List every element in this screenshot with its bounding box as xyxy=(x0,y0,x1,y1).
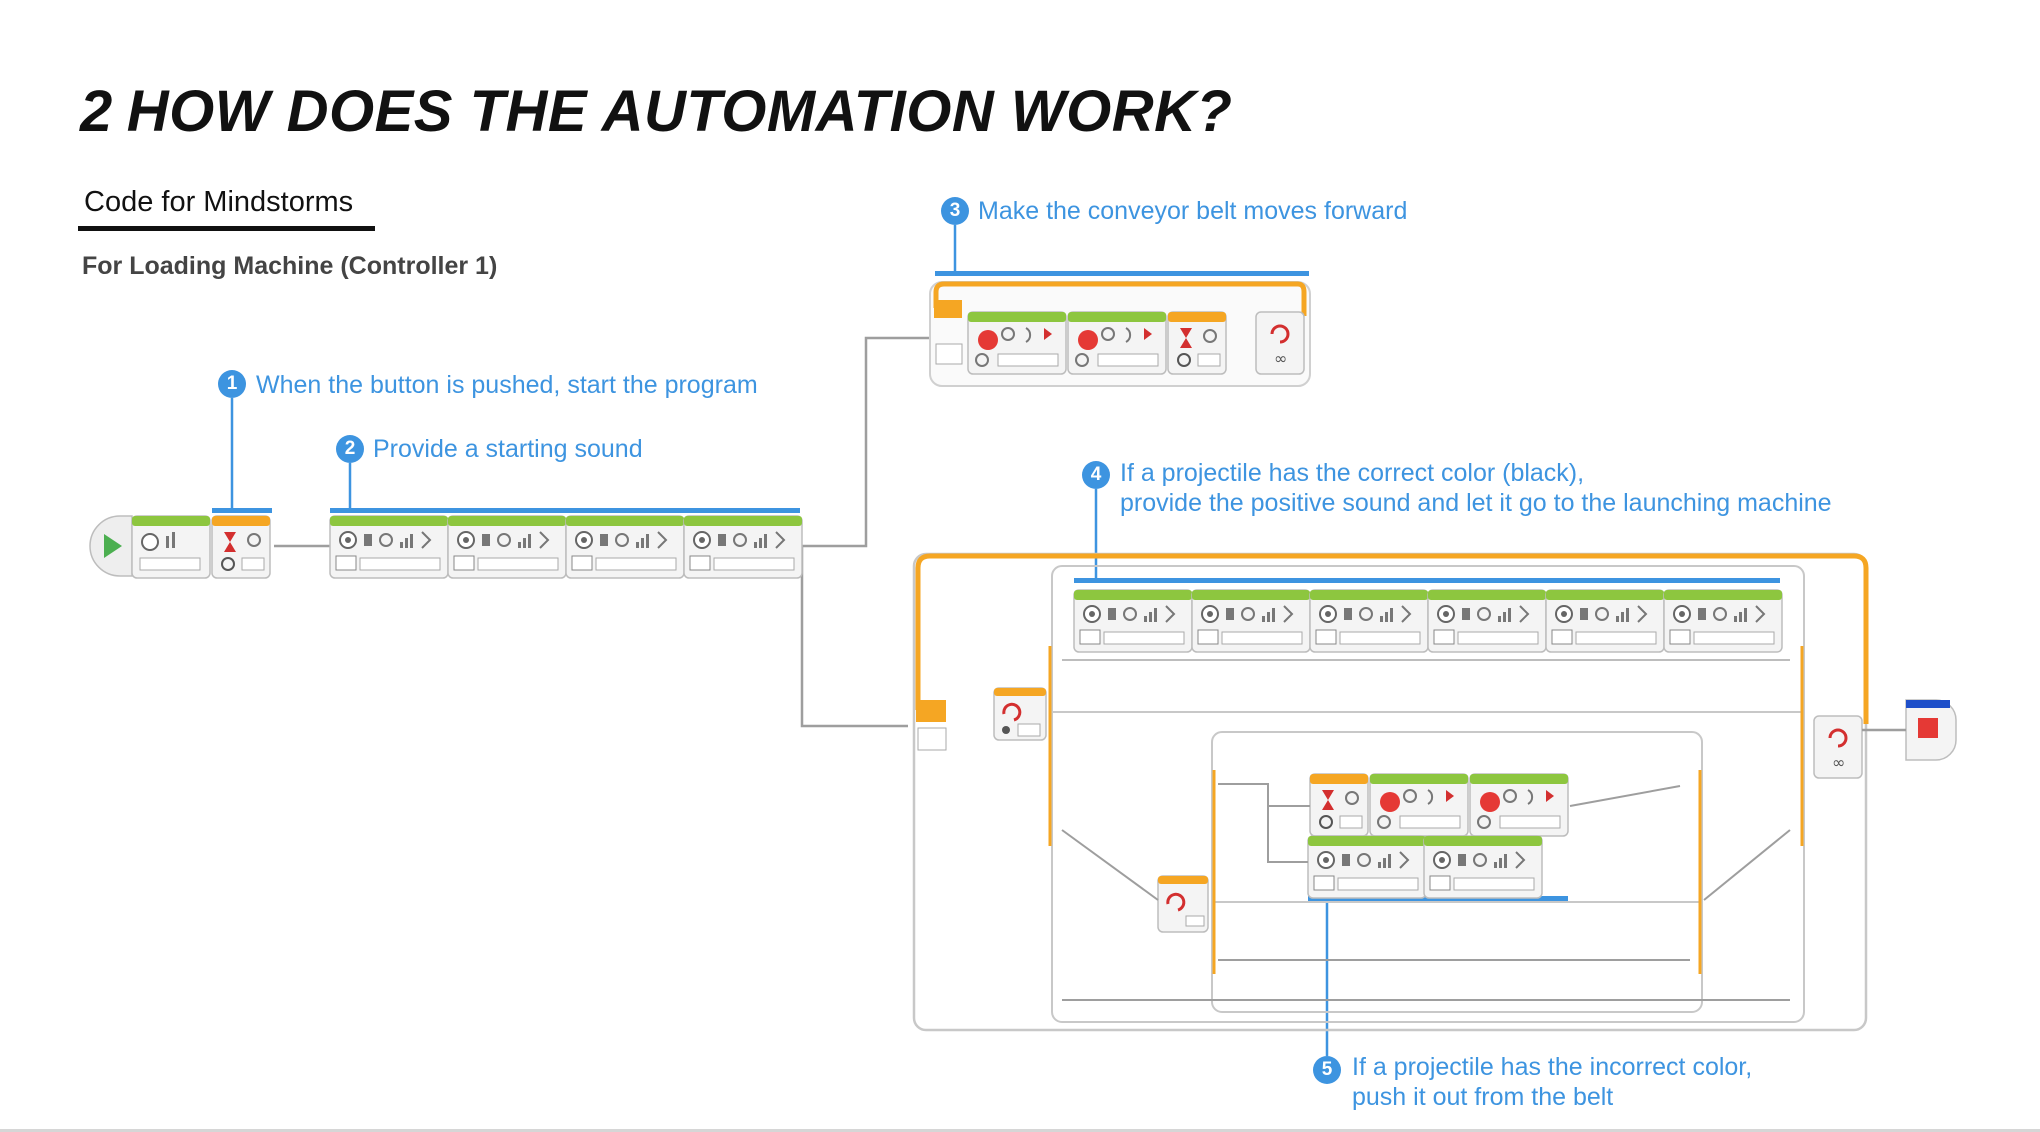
sequence-wires xyxy=(274,336,930,728)
annotation-4-line-1: If a projectile has the correct color (b… xyxy=(1120,459,1585,487)
start-icon xyxy=(104,534,122,558)
annotation-5-badge: 5 xyxy=(1313,1056,1341,1084)
annotation-2-text: Provide a starting sound xyxy=(373,435,643,463)
nested-color-switch-block xyxy=(1157,875,1209,933)
svg-text:∞: ∞ xyxy=(1274,349,1287,368)
title-text: HOW DOES THE AUTOMATION WORK? xyxy=(126,79,1233,144)
switch-icon xyxy=(1002,702,1022,722)
annotation-5-line-1: If a projectile has the incorrect color, xyxy=(1352,1053,1753,1081)
annotation-4-badge: 4 xyxy=(1082,461,1110,489)
subtitle: Code for Mindstorms xyxy=(84,186,354,218)
loop-icon xyxy=(1270,324,1290,344)
loop-end-block: ∞ xyxy=(1255,311,1305,375)
annotation-1-badge: 1 xyxy=(218,370,246,398)
color-sensor-switch-block xyxy=(993,687,1047,741)
bottom-rule xyxy=(0,1129,2040,1132)
section-number: 2 xyxy=(80,79,113,144)
start-block[interactable] xyxy=(89,515,133,577)
annotation-3-text: Make the conveyor belt moves forward xyxy=(978,197,1408,225)
annotation-4-line-2: provide the positive sound and let it go… xyxy=(1120,489,1832,517)
starting-sound-blocks[interactable] xyxy=(329,515,803,579)
sorting-loop-end-block: ∞ xyxy=(1813,715,1863,779)
subtitle-underline xyxy=(78,226,375,231)
brick-button-wait-block[interactable] xyxy=(131,515,211,579)
conveyor-loop[interactable]: ∞ xyxy=(929,281,1311,387)
annotation-1-text: When the button is pushed, start the pro… xyxy=(256,371,758,399)
wait-button-block[interactable] xyxy=(211,515,271,579)
sorting-loop[interactable]: ∞ xyxy=(912,552,1869,1032)
svg-text:∞: ∞ xyxy=(1832,753,1845,772)
stop-program-block[interactable] xyxy=(1905,699,1957,761)
annotation-3-badge: 3 xyxy=(941,197,969,225)
annotation-5-line-2: push it out from the belt xyxy=(1352,1083,1614,1111)
stop-icon xyxy=(1918,718,1938,738)
annotation-2-badge: 2 xyxy=(336,435,364,463)
section-label: For Loading Machine (Controller 1) xyxy=(82,252,498,280)
